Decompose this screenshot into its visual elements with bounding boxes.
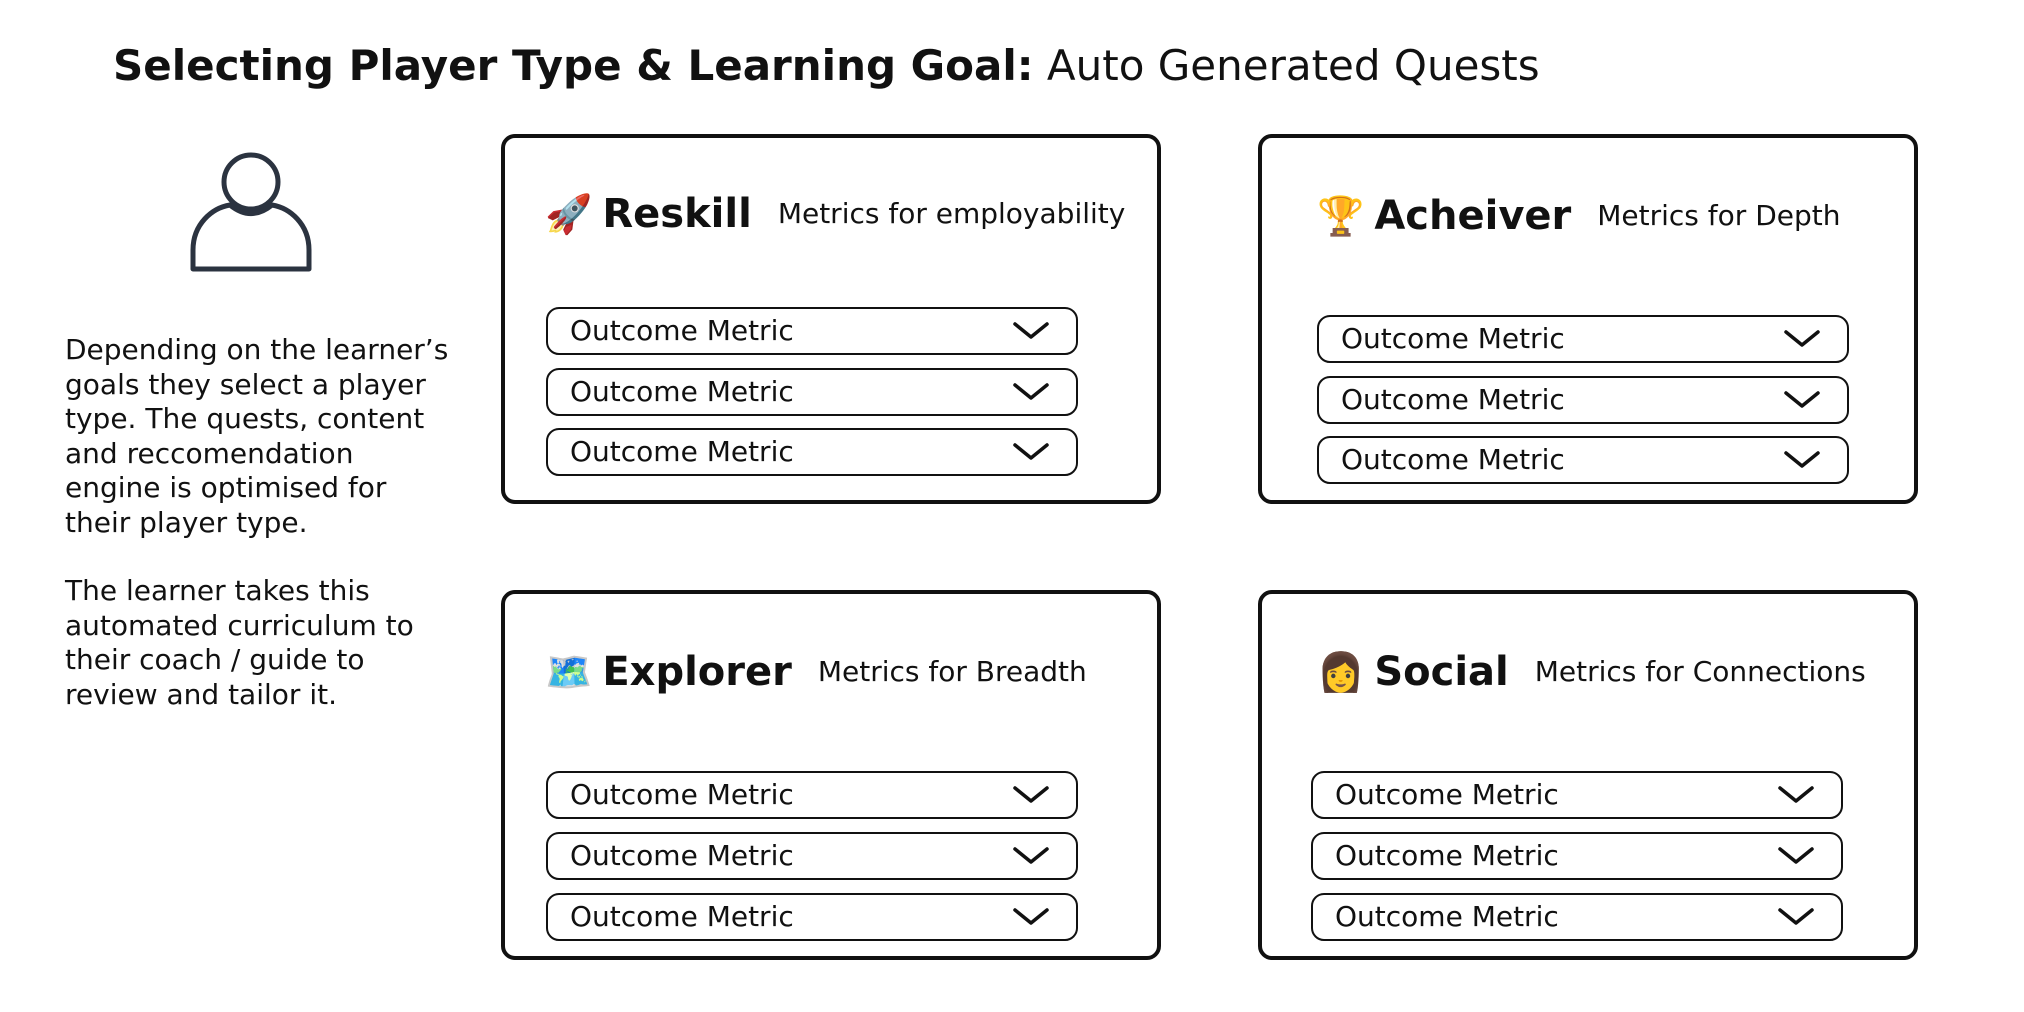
player-type-card-social[interactable]: 👩 Social Metrics for Connections Outcome… [1258,590,1918,960]
card-title: Acheiver [1374,193,1572,239]
card-subtitle: Metrics for Breadth [817,655,1087,688]
dropdown-label: Outcome Metric [570,375,794,408]
chevron-down-icon [1013,908,1049,925]
chevron-down-icon [1784,391,1820,408]
card-title: Explorer [602,649,792,695]
dropdown-label: Outcome Metric [570,314,794,347]
title-bold-part: Selecting Player Type & Learning Goal: [113,41,1034,90]
person-outline-icon [190,152,312,272]
card-header: 👩 Social Metrics for Connections [1317,648,1866,696]
outcome-metric-dropdown[interactable]: Outcome Metric [1317,376,1849,424]
dropdown-label: Outcome Metric [1335,900,1559,933]
dropdown-label: Outcome Metric [570,778,794,811]
outcome-metric-dropdown[interactable]: Outcome Metric [546,368,1078,416]
outcome-metric-dropdown[interactable]: Outcome Metric [1311,771,1843,819]
card-subtitle: Metrics for Connections [1534,655,1866,688]
dropdown-label: Outcome Metric [570,839,794,872]
chevron-down-icon [1778,908,1814,925]
chevron-down-icon [1013,383,1049,400]
outcome-metric-dropdown[interactable]: Outcome Metric [1317,315,1849,363]
woman-icon: 👩 [1317,650,1365,694]
chevron-down-icon [1013,322,1049,339]
outcome-metric-dropdown[interactable]: Outcome Metric [546,428,1078,476]
outcome-metric-dropdown[interactable]: Outcome Metric [1317,436,1849,484]
card-header: 🗺️ Explorer Metrics for Breadth [545,648,1087,696]
title-regular-part: Auto Generated Quests [1046,41,1540,90]
description: Depending on the learner’s goals they se… [65,333,455,712]
dropdown-label: Outcome Metric [1341,383,1565,416]
chevron-down-icon [1784,451,1820,468]
chevron-down-icon [1013,443,1049,460]
dropdown-label: Outcome Metric [1335,839,1559,872]
player-type-card-explorer[interactable]: 🗺️ Explorer Metrics for Breadth Outcome … [501,590,1161,960]
card-subtitle: Metrics for Depth [1597,199,1841,232]
card-subtitle: Metrics for employability [777,197,1126,230]
chevron-down-icon [1778,786,1814,803]
card-title: Reskill [602,191,752,237]
outcome-metric-dropdown[interactable]: Outcome Metric [546,771,1078,819]
card-title: Social [1374,649,1509,695]
chevron-down-icon [1013,786,1049,803]
dropdown-label: Outcome Metric [570,900,794,933]
chevron-down-icon [1778,847,1814,864]
outcome-metric-dropdown[interactable]: Outcome Metric [546,893,1078,941]
dropdown-label: Outcome Metric [570,435,794,468]
dropdown-label: Outcome Metric [1341,322,1565,355]
dropdown-label: Outcome Metric [1341,443,1565,476]
page-title: Selecting Player Type & Learning Goal: A… [113,38,1540,94]
outcome-metric-dropdown[interactable]: Outcome Metric [546,307,1078,355]
outcome-metric-dropdown[interactable]: Outcome Metric [1311,832,1843,880]
trophy-icon: 🏆 [1317,194,1365,238]
description-paragraph-1: Depending on the learner’s goals they se… [65,333,449,539]
rocket-icon: 🚀 [545,192,593,236]
chevron-down-icon [1013,847,1049,864]
map-icon: 🗺️ [545,650,593,694]
chevron-down-icon [1784,330,1820,347]
outcome-metric-dropdown[interactable]: Outcome Metric [546,832,1078,880]
card-header: 🚀 Reskill Metrics for employability [545,190,1125,238]
player-type-card-acheiver[interactable]: 🏆 Acheiver Metrics for Depth Outcome Met… [1258,134,1918,504]
dropdown-label: Outcome Metric [1335,778,1559,811]
description-paragraph-2: The learner takes this automated curricu… [65,574,414,711]
outcome-metric-dropdown[interactable]: Outcome Metric [1311,893,1843,941]
player-type-card-reskill[interactable]: 🚀 Reskill Metrics for employability Outc… [501,134,1161,504]
card-header: 🏆 Acheiver Metrics for Depth [1317,192,1840,240]
